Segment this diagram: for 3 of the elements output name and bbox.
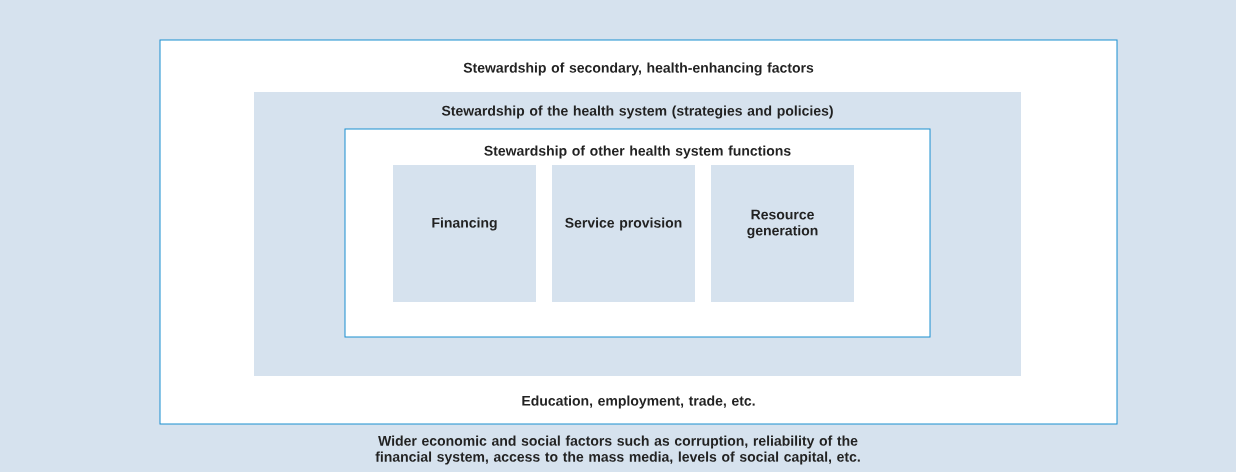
function-box: Resource generation bbox=[711, 165, 854, 302]
function-box: Financing bbox=[393, 165, 536, 302]
function-box: Service provision bbox=[552, 165, 695, 302]
